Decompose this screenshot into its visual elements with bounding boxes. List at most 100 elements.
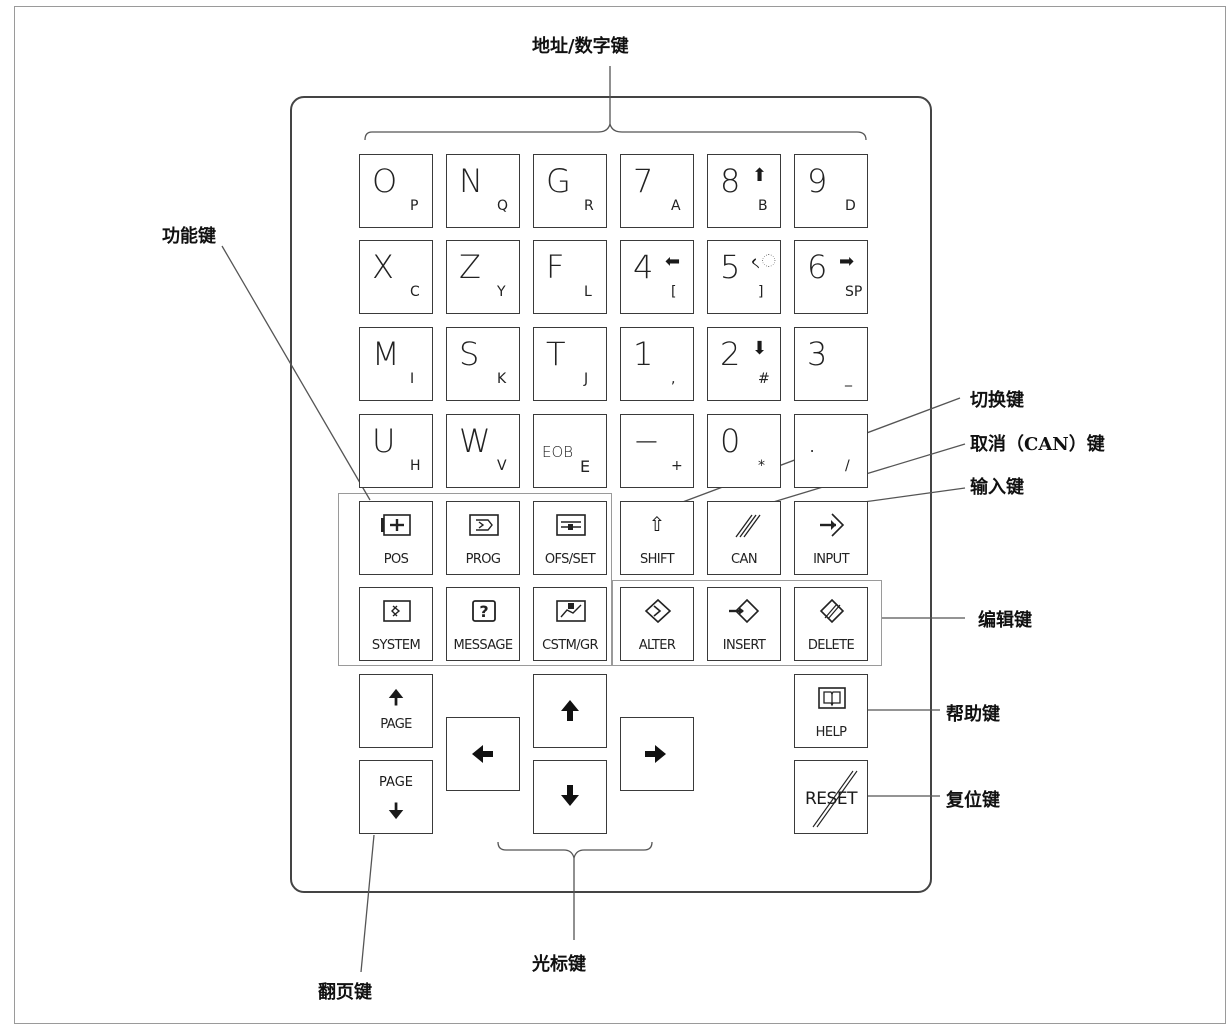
key-sub-char: R	[584, 198, 594, 214]
key-main-char: T	[546, 335, 566, 373]
key-main-char: G	[546, 162, 571, 200]
key-main-char: W	[459, 422, 491, 460]
label-edit: 编辑键	[978, 610, 1032, 631]
page-up-key[interactable]: 🠉 PAGE	[359, 674, 433, 748]
key-sub-char: L	[584, 284, 592, 300]
key-main-char: O	[372, 162, 398, 200]
key-sub-char: C	[410, 284, 420, 300]
key-main-char: 5	[720, 248, 741, 286]
custom-graph-icon	[556, 600, 586, 622]
cursor-up-key[interactable]	[533, 674, 607, 748]
cstm-gr-key-label: CSTM/GR	[542, 638, 598, 653]
address-key[interactable]: 3_	[794, 327, 868, 401]
address-key[interactable]: 2#⬇	[707, 327, 781, 401]
up-arrow-icon	[561, 700, 579, 721]
key-sub-char: I	[410, 371, 415, 387]
key-sub-char: #	[758, 371, 770, 387]
label-cancel: 取消（CAN）键	[970, 434, 1105, 455]
cstm-gr-key[interactable]: CSTM/GR	[533, 587, 607, 661]
address-key[interactable]: 0*	[707, 414, 781, 488]
offset-setting-icon	[556, 514, 586, 536]
key-sub-char: SP	[845, 284, 863, 300]
direction-arrow-icon: ⬆	[752, 165, 768, 186]
address-key[interactable]: 5]ᨙ	[707, 240, 781, 314]
key-main-char: 8	[720, 162, 741, 200]
delete-icon	[819, 598, 845, 624]
pos-key-label: POS	[383, 552, 409, 567]
edit-key-group	[612, 580, 882, 666]
page-down-key[interactable]: PAGE 🠋	[359, 760, 433, 834]
key-sub-char: /	[845, 458, 850, 474]
message-key-label: MESSAGE	[453, 638, 514, 653]
book-icon	[818, 687, 846, 709]
delete-key[interactable]: DELETE	[794, 587, 868, 661]
insert-icon	[729, 598, 760, 624]
can-key-label: CAN	[731, 552, 758, 567]
label-address-numeric: 地址/数字键	[532, 36, 629, 57]
address-key[interactable]: ./	[794, 414, 868, 488]
label-reset: 复位键	[946, 790, 1000, 811]
address-key[interactable]: 4[⬅	[620, 240, 694, 314]
svg-text:?: ?	[479, 602, 488, 621]
key-main-char: 6	[807, 248, 828, 286]
key-sub-char: D	[845, 198, 856, 214]
address-key[interactable]: 1,	[620, 327, 694, 401]
program-icon	[469, 514, 499, 536]
key-main-char: 7	[633, 162, 654, 200]
ofs-set-key[interactable]: OFS/SET	[533, 501, 607, 575]
message-key[interactable]: ? MESSAGE	[446, 587, 520, 661]
pos-key[interactable]: POS	[359, 501, 433, 575]
reset-key-label: RESET	[805, 789, 857, 809]
key-sub-char: A	[671, 198, 681, 214]
key-sub-char: Y	[497, 284, 506, 300]
cursor-right-key[interactable]	[620, 717, 694, 791]
reset-key[interactable]: RESET	[794, 760, 868, 834]
page-down-label: PAGE	[379, 775, 413, 790]
shift-key[interactable]: ⇧ SHIFT	[620, 501, 694, 575]
key-sub-char: J	[584, 371, 589, 387]
cursor-down-key[interactable]	[533, 760, 607, 834]
key-sub-char: ,	[671, 371, 676, 387]
key-main-char: N	[459, 162, 483, 200]
prog-key[interactable]: PROG	[446, 501, 520, 575]
key-main-char: U	[372, 422, 396, 460]
can-key[interactable]: CAN	[707, 501, 781, 575]
reset-slash-icon	[812, 770, 858, 828]
label-function: 功能键	[162, 226, 216, 247]
help-key[interactable]: HELP	[794, 674, 868, 748]
key-sub-char: K	[497, 371, 507, 387]
position-icon	[381, 514, 411, 536]
key-main-char: −	[633, 422, 660, 460]
insert-key[interactable]: INSERT	[707, 587, 781, 661]
key-sub-char: V	[497, 458, 507, 474]
alter-key[interactable]: ALTER	[620, 587, 694, 661]
up-arrow-icon: 🠉	[387, 685, 405, 709]
address-key[interactable]: −+	[620, 414, 694, 488]
system-key[interactable]: SYSTEM	[359, 587, 433, 661]
double-slash-icon	[735, 514, 761, 538]
key-sub-char: B	[758, 198, 768, 214]
page-up-label: PAGE	[380, 717, 412, 732]
key-main-char: 1	[633, 335, 654, 373]
cursor-left-key[interactable]	[446, 717, 520, 791]
key-main-char: M	[372, 335, 400, 373]
input-key[interactable]: INPUT	[794, 501, 868, 575]
up-outline-arrow-icon: ⇧	[648, 512, 666, 536]
